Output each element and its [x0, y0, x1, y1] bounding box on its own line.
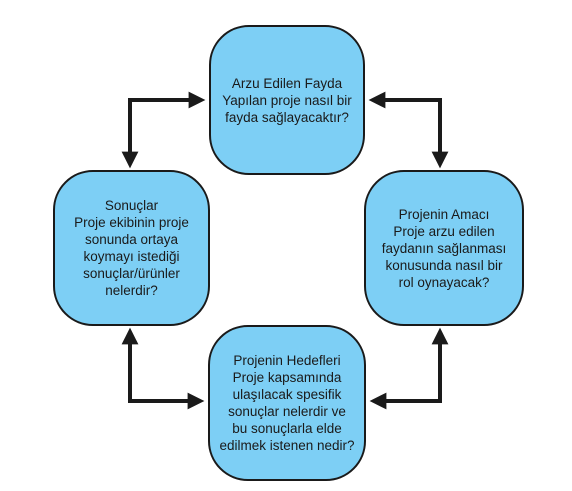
- node-text: Arzu Edilen Fayda Yapılan proje nasıl bi…: [222, 75, 352, 126]
- connector-top-right: [368, 91, 449, 169]
- node-desired-benefit: Arzu Edilen Fayda Yapılan proje nasıl bi…: [209, 25, 365, 175]
- node-line: fayda sağlayacaktır?: [225, 109, 349, 125]
- node-line: Yapılan proje nasıl bir: [222, 92, 352, 108]
- node-line: Proje kapsamında: [232, 370, 342, 385]
- connector-bottom-left: [121, 327, 205, 410]
- node-text: Projenin Hedefleri Proje kapsamında ulaş…: [219, 352, 354, 454]
- node-line: Proje ekibinin proje: [74, 215, 189, 230]
- node-line: ulaşılacak spesifik: [232, 387, 342, 402]
- node-line: Projenin Amacı: [398, 206, 490, 222]
- node-line: Proje arzu edilen: [393, 223, 495, 239]
- node-results: Sonuçlar Proje ekibinin proje sonunda or…: [53, 170, 210, 326]
- connector-left-top: [121, 91, 206, 169]
- node-line: edilmek istenen nedir?: [219, 438, 355, 453]
- node-line: konusunda nasıl bir: [385, 257, 503, 273]
- node-line: koymayı istediği: [83, 249, 180, 264]
- node-line: Arzu Edilen Fayda: [231, 75, 343, 91]
- connector-right-bottom: [369, 327, 449, 410]
- node-line: sonuçlar nelerdir ve: [228, 404, 346, 419]
- node-line: nelerdir?: [105, 283, 158, 298]
- node-line: Sonuçlar: [104, 198, 159, 213]
- node-project-goals: Projenin Hedefleri Proje kapsamında ulaş…: [208, 325, 366, 481]
- node-line: sonuçlar/ürünler: [83, 266, 180, 281]
- node-line: Projenin Hedefleri: [233, 353, 341, 368]
- node-text: Sonuçlar Proje ekibinin proje sonunda or…: [74, 197, 189, 299]
- node-line: sonunda ortaya: [84, 232, 179, 247]
- node-line: bu sonuçlarla elde: [232, 421, 342, 436]
- node-line: rol oynayacak?: [398, 274, 490, 290]
- node-text: Projenin Amacı Proje arzu edilen faydanı…: [382, 206, 507, 291]
- node-line: faydanın sağlanması: [381, 240, 507, 256]
- node-project-purpose: Projenin Amacı Proje arzu edilen faydanı…: [364, 170, 524, 326]
